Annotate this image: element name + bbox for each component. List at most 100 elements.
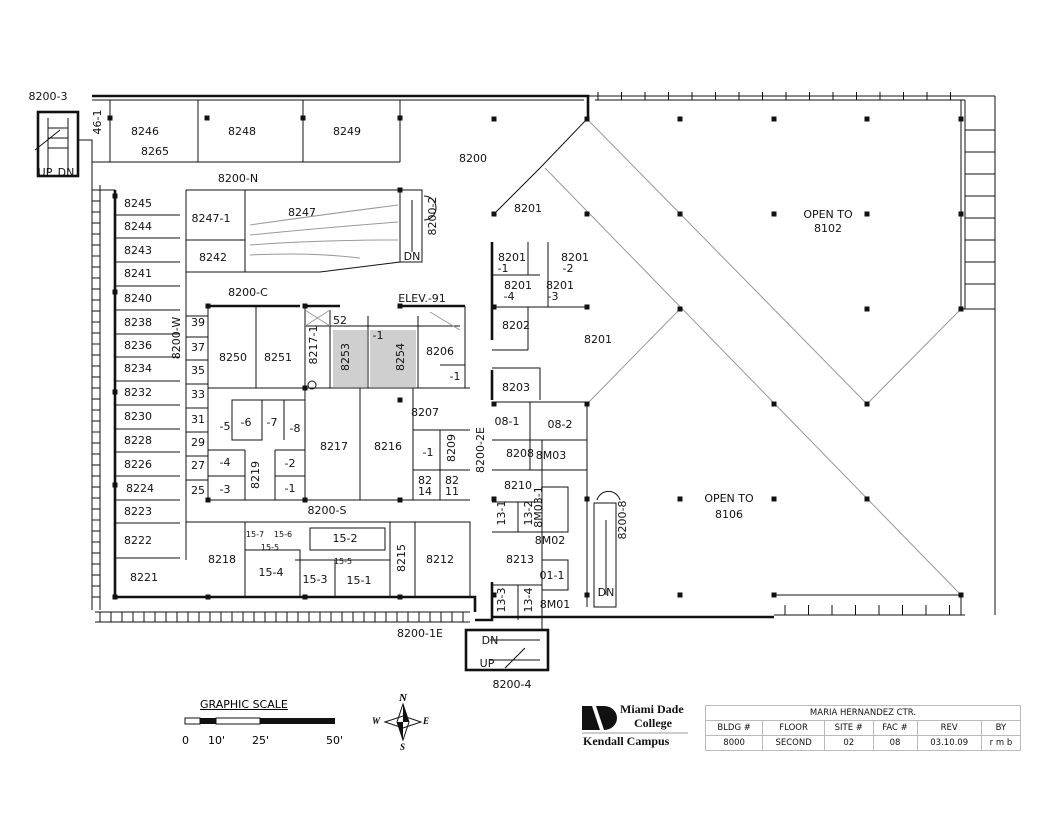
room-label: 15-5 (261, 543, 279, 552)
room-label: 13-3 (495, 588, 508, 613)
column (112, 594, 118, 600)
value-fac: 08 (872, 735, 918, 751)
room-label: 8208 (506, 447, 534, 460)
building-name: MARIA HERNANDEZ CTR. (705, 705, 1021, 721)
column (397, 497, 403, 503)
room-label: 8247 (288, 206, 316, 219)
column (491, 211, 497, 217)
room-label: UP (480, 657, 495, 670)
room-label: 8201 (561, 251, 589, 264)
room-label: 8200-1E (397, 627, 443, 640)
column (112, 389, 118, 395)
room-label: ELEV.-91 (398, 292, 446, 305)
room-label: 33 (191, 388, 205, 401)
room-label: 8201 (546, 279, 574, 292)
room-label: -1 (450, 370, 461, 383)
column (491, 401, 497, 407)
room-label: 29 (191, 436, 205, 449)
room-label: 8265 (141, 145, 169, 158)
header-rev: REV (916, 720, 982, 736)
room-label: 8250 (219, 351, 247, 364)
room-label: 8232 (124, 386, 152, 399)
room-label: 15-7 (246, 530, 264, 539)
scale-tick-10: 10' (208, 734, 226, 747)
column (864, 306, 870, 312)
logo-line2: College (634, 716, 672, 730)
column (771, 592, 777, 598)
column (204, 115, 210, 121)
column (584, 592, 590, 598)
room-label: 8M03 (536, 449, 567, 462)
room-label: 15-3 (303, 573, 328, 586)
column (397, 397, 403, 403)
column (958, 592, 964, 598)
column (864, 496, 870, 502)
room-label: 8221 (130, 571, 158, 584)
header-fac: FAC # (872, 720, 918, 736)
logo-line1: Miami Dade (620, 702, 684, 716)
column (397, 303, 403, 309)
column (771, 116, 777, 122)
room-label: DN (58, 166, 75, 179)
column (584, 304, 590, 310)
header-by: BY (980, 720, 1022, 736)
room-label: 8200-2 (426, 197, 439, 236)
column (112, 289, 118, 295)
room-label: 8219 (249, 461, 262, 489)
room-label: -2 (563, 262, 574, 275)
column (677, 496, 683, 502)
column (491, 304, 497, 310)
room-label: -7 (267, 416, 278, 429)
room-label: 46-1 (91, 110, 104, 135)
column (771, 496, 777, 502)
column (771, 211, 777, 217)
graphic-scale-title: GRAPHIC SCALE (200, 698, 288, 711)
structural-columns (107, 115, 964, 600)
column (397, 187, 403, 193)
room-label: -4 (504, 290, 515, 303)
column (864, 401, 870, 407)
room-label: 15-2 (333, 532, 358, 545)
room-label: 8253 (339, 343, 352, 371)
column (397, 594, 403, 600)
room-label: 14 (418, 485, 432, 498)
room-label: 8217 (320, 440, 348, 453)
room-label: 8217-1 (307, 326, 320, 365)
room-label: 8249 (333, 125, 361, 138)
room-label: 8244 (124, 220, 152, 233)
room-label: 35 (191, 364, 205, 377)
column (302, 594, 308, 600)
room-label: 8201 (514, 202, 542, 215)
room-label: 01-1 (540, 569, 565, 582)
room-label: -6 (241, 416, 252, 429)
room-label: 8222 (124, 534, 152, 547)
room-label: 8209 (445, 434, 458, 462)
room-label: 8251 (264, 351, 292, 364)
column (397, 115, 403, 121)
exterior-window-ticks (91, 92, 995, 623)
room-label: 8241 (124, 267, 152, 280)
room-label: 8243 (124, 244, 152, 257)
column (677, 211, 683, 217)
logo-campus: Kendall Campus (583, 734, 670, 748)
room-label: 8213 (506, 553, 534, 566)
room-label: 8200-W (170, 317, 183, 360)
room-label: -8 (290, 422, 301, 435)
room-label: 8200-C (228, 286, 268, 299)
room-label: 8228 (124, 434, 152, 447)
scale-tick-50: 50' (326, 734, 344, 747)
room-label: 25 (191, 484, 205, 497)
room-label: 8M01 (540, 598, 571, 611)
room-label: 82 (445, 474, 459, 487)
title-block: MARIA HERNANDEZ CTR. BLDG # FLOOR SITE #… (704, 705, 1022, 751)
room-label: 08-1 (495, 415, 520, 428)
column (864, 211, 870, 217)
room-label: -1 (373, 329, 384, 342)
room-label: 8210 (504, 479, 532, 492)
room-label: 8201 (498, 251, 526, 264)
header-bldg: BLDG # (704, 720, 764, 736)
room-label: 8200-4 (493, 678, 532, 691)
room-label: 8106 (715, 508, 743, 521)
scale-tick-25: 25' (252, 734, 270, 747)
